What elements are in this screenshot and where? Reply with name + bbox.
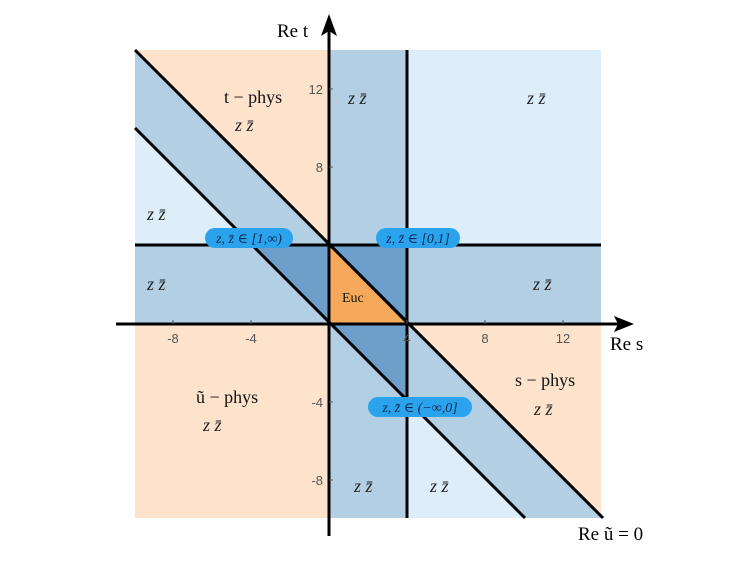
cell-label-bottom-center: z z̄ [353,476,373,496]
svg-text:z, z̄ ∈ (−∞,0]: z, z̄ ∈ (−∞,0] [381,401,457,416]
cell-label-left-lower: z z̄ [146,274,166,294]
s-phys-title: s − phys [515,370,575,390]
cell-label-left-upper: z z̄ [146,204,166,224]
x-tick-label: 8 [481,331,488,346]
x-tick-label: 4 [403,331,410,346]
svg-text:z, z̄ ∈ [1,∞): z, z̄ ∈ [1,∞) [215,232,282,247]
u-phys-label: z z̄ [202,415,222,435]
horizontal-axis-label: Re s [610,334,643,355]
cell-label-bottom-right: z z̄ [429,476,449,496]
tick-labels: -8 -4 4 8 12 12 8 -4 -8 [167,82,570,488]
cell-label-right-middle: z z̄ [532,274,552,294]
pill-neg-inf-zero: z, z̄ ∈ (−∞,0] [368,397,472,417]
x-tick-label: 12 [556,331,570,346]
pill-zero-one: z, z̄ ∈ [0,1] [376,228,460,248]
u-phys-region [135,324,329,518]
y-tick-label: 8 [316,160,323,175]
t-phys-label: z z̄ [234,115,254,135]
t-phys-title: t − phys [224,87,282,107]
x-tick-label: -4 [245,331,257,346]
svg-text:z, z̄ ∈ [0,1]: z, z̄ ∈ [0,1] [385,232,450,247]
diagonal-upper [133,48,605,520]
cell-label-top-right: z z̄ [526,88,546,108]
u-phys-title: ũ − phys [196,387,258,407]
euclidean-label: Euc [342,291,364,306]
y-tick-label: -4 [311,395,323,410]
y-tick-label: 12 [309,82,323,97]
s-phys-label: z z̄ [533,399,553,419]
vertical-axis-label: Re t [277,21,309,42]
y-tick-label: -8 [311,473,323,488]
x-tick-label: -8 [167,331,179,346]
vertical-arrow-icon [321,14,337,36]
cell-label-top-center: z z̄ [347,88,367,108]
axes [116,14,634,536]
pill-one-to-inf: z, z̄ ∈ [1,∞) [205,228,293,248]
horizontal-arrow-icon [614,316,634,332]
diagonal-axis-label: Re ũ = 0 [578,524,643,545]
